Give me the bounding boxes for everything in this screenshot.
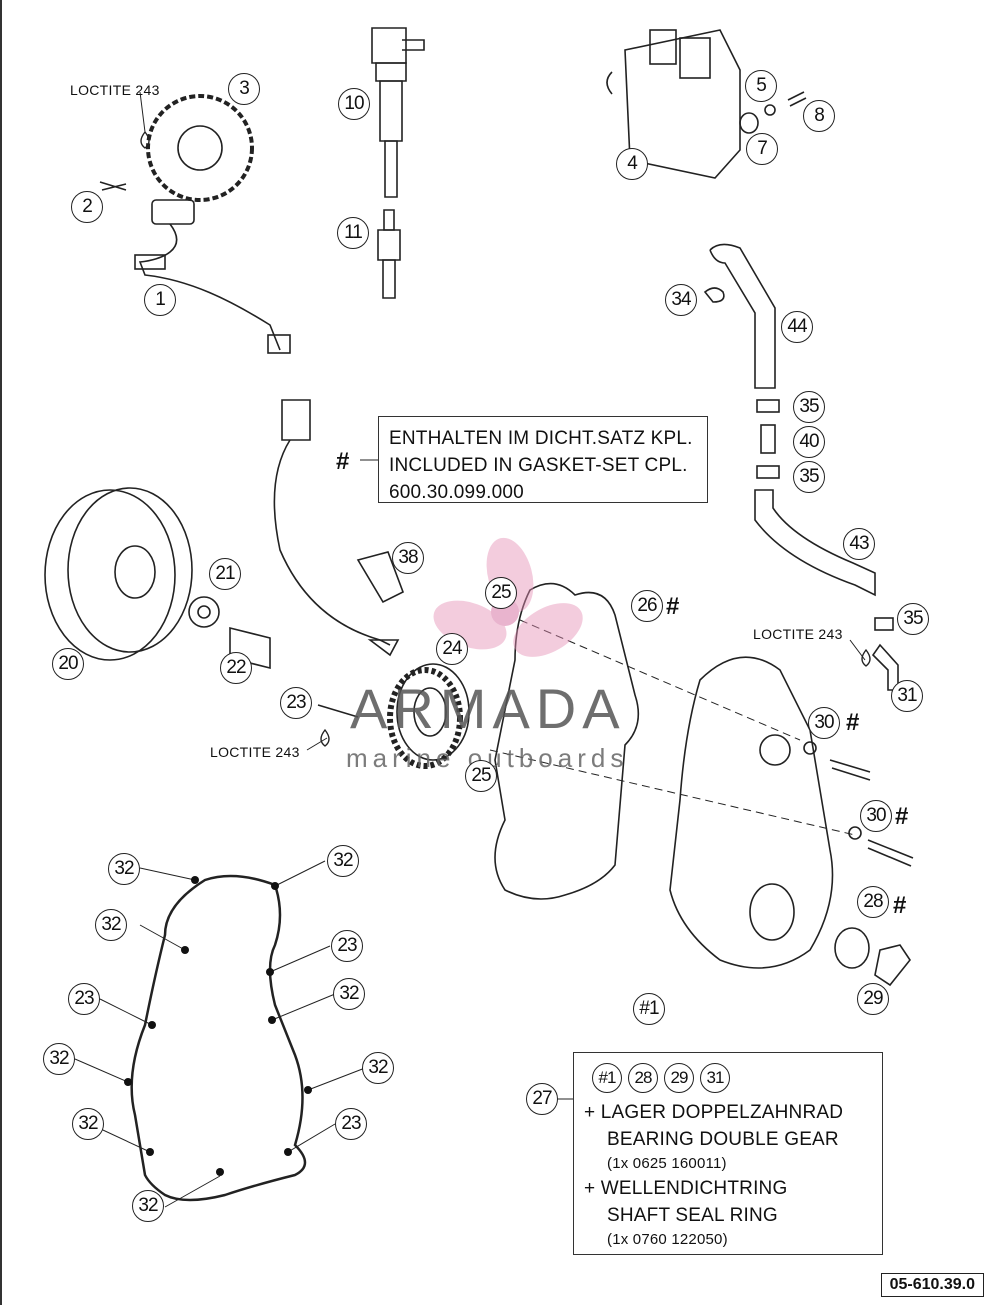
screw-2-drawing bbox=[99, 181, 127, 191]
callout-34: 34 bbox=[665, 284, 697, 316]
loctite-label-top: LOCTITE 243 bbox=[70, 82, 160, 98]
callout-5: 5 bbox=[745, 70, 777, 102]
callout-24: 24 bbox=[436, 633, 468, 665]
watermark-brand: ARMADA bbox=[350, 677, 626, 740]
hash-mark-30b: # bbox=[895, 803, 909, 830]
callout-21: 21 bbox=[209, 558, 241, 590]
hash-mark-26: # bbox=[666, 593, 680, 620]
callout-44: 44 bbox=[781, 311, 813, 343]
callout-35-a: 35 bbox=[793, 391, 825, 423]
kit-note-bearing-de: + LAGER DOPPELZAHNRAD bbox=[584, 1102, 844, 1123]
cover-gasket-drawing bbox=[494, 582, 640, 900]
callout-23-b: 23 bbox=[68, 983, 100, 1015]
kit-item-hash-1: #1 bbox=[592, 1063, 622, 1093]
gasket-note-line-2: INCLUDED IN GASKET-SET CPL. bbox=[389, 455, 688, 476]
ignition-coil-drawing bbox=[371, 27, 425, 198]
callout-20: 20 bbox=[52, 648, 84, 680]
callout-32-g: 32 bbox=[72, 1108, 104, 1140]
callout-23-stator: 23 bbox=[280, 687, 312, 719]
callout-32-e: 32 bbox=[43, 1043, 75, 1075]
callout-32-c: 32 bbox=[95, 909, 127, 941]
callout-11: 11 bbox=[337, 217, 369, 249]
kit-note-seal-de: + WELLENDICHTRING bbox=[584, 1178, 788, 1199]
callout-23-a: 23 bbox=[331, 930, 363, 962]
kit-note-bearing-number: (1x 0625 160011) bbox=[607, 1155, 727, 1172]
callout-25-bottom: 25 bbox=[465, 760, 497, 792]
kit-item-28: 28 bbox=[628, 1063, 658, 1093]
kit-note-seal-en: SHAFT SEAL RING bbox=[607, 1205, 778, 1226]
flywheel-drawing bbox=[44, 487, 271, 670]
callout-2: 2 bbox=[71, 191, 103, 223]
gasket-set-note: ENTHALTEN IM DICHT.SATZ KPL. INCLUDED IN… bbox=[378, 416, 708, 503]
callout-23-c: 23 bbox=[335, 1108, 367, 1140]
kit-contents-note: #1 28 29 31 + LAGER DOPPELZAHNRAD BEARIN… bbox=[573, 1052, 883, 1255]
leader-lines bbox=[74, 91, 866, 1208]
callout-hash-1: #1 bbox=[633, 993, 665, 1025]
bolt-30a-drawing bbox=[829, 759, 871, 781]
callout-31: 31 bbox=[891, 680, 923, 712]
callout-10: 10 bbox=[338, 88, 370, 120]
callout-35-b: 35 bbox=[793, 461, 825, 493]
gasket-hole-dots bbox=[124, 876, 312, 1176]
callout-30-lower: 30 bbox=[860, 800, 892, 832]
pickup-sensor-drawing bbox=[134, 199, 291, 354]
kit-item-29: 29 bbox=[664, 1063, 694, 1093]
callout-27: 27 bbox=[526, 1083, 558, 1115]
callout-26: 26 bbox=[631, 590, 663, 622]
callout-1: 1 bbox=[144, 284, 176, 316]
callout-4: 4 bbox=[616, 148, 648, 180]
callout-30-upper: 30 bbox=[808, 707, 840, 739]
loctite-label-stator: LOCTITE 243 bbox=[210, 744, 300, 760]
callout-32-b: 32 bbox=[327, 845, 359, 877]
hash-mark-30a: # bbox=[846, 709, 860, 736]
crankcase-gasket-drawing bbox=[130, 874, 307, 1202]
callout-32-a: 32 bbox=[108, 853, 140, 885]
callout-40: 40 bbox=[793, 426, 825, 458]
callout-3: 3 bbox=[228, 73, 260, 105]
kit-item-callouts: #1 28 29 31 bbox=[592, 1063, 882, 1093]
bolt-30b-drawing bbox=[867, 839, 914, 867]
gasket-note-part-number: 600.30.099.000 bbox=[389, 482, 524, 503]
callout-32-h: 32 bbox=[132, 1190, 164, 1222]
callout-43: 43 bbox=[843, 528, 875, 560]
kit-note-seal-number: (1x 0760 122050) bbox=[607, 1231, 728, 1248]
hash-mark-28: # bbox=[893, 892, 907, 919]
callout-29: 29 bbox=[857, 983, 889, 1015]
callout-8: 8 bbox=[803, 100, 835, 132]
stator-drawing bbox=[273, 399, 470, 769]
loctite-label-cover: LOCTITE 243 bbox=[753, 626, 843, 642]
callout-22: 22 bbox=[220, 652, 252, 684]
callout-7: 7 bbox=[746, 133, 778, 165]
callout-25-top: 25 bbox=[485, 577, 517, 609]
callout-32-f: 32 bbox=[362, 1052, 394, 1084]
spark-plug-drawing bbox=[377, 209, 401, 299]
kit-item-31: 31 bbox=[700, 1063, 730, 1093]
callout-35-c: 35 bbox=[897, 603, 929, 635]
kit-note-bearing-en: BEARING DOUBLE GEAR bbox=[607, 1129, 839, 1150]
callout-38: 38 bbox=[392, 542, 424, 574]
callout-32-d: 32 bbox=[333, 978, 365, 1010]
breather-hose-drawing bbox=[703, 243, 876, 597]
plug-31-drawing bbox=[871, 643, 899, 691]
callout-28: 28 bbox=[857, 886, 889, 918]
trigger-wheel-drawing bbox=[146, 94, 254, 202]
hash-mark-note: # bbox=[336, 448, 350, 475]
drawing-code: 05-610.39.0 bbox=[880, 1273, 984, 1297]
loctite-drops bbox=[140, 130, 871, 747]
gasket-note-line-1: ENTHALTEN IM DICHT.SATZ KPL. bbox=[389, 428, 693, 449]
